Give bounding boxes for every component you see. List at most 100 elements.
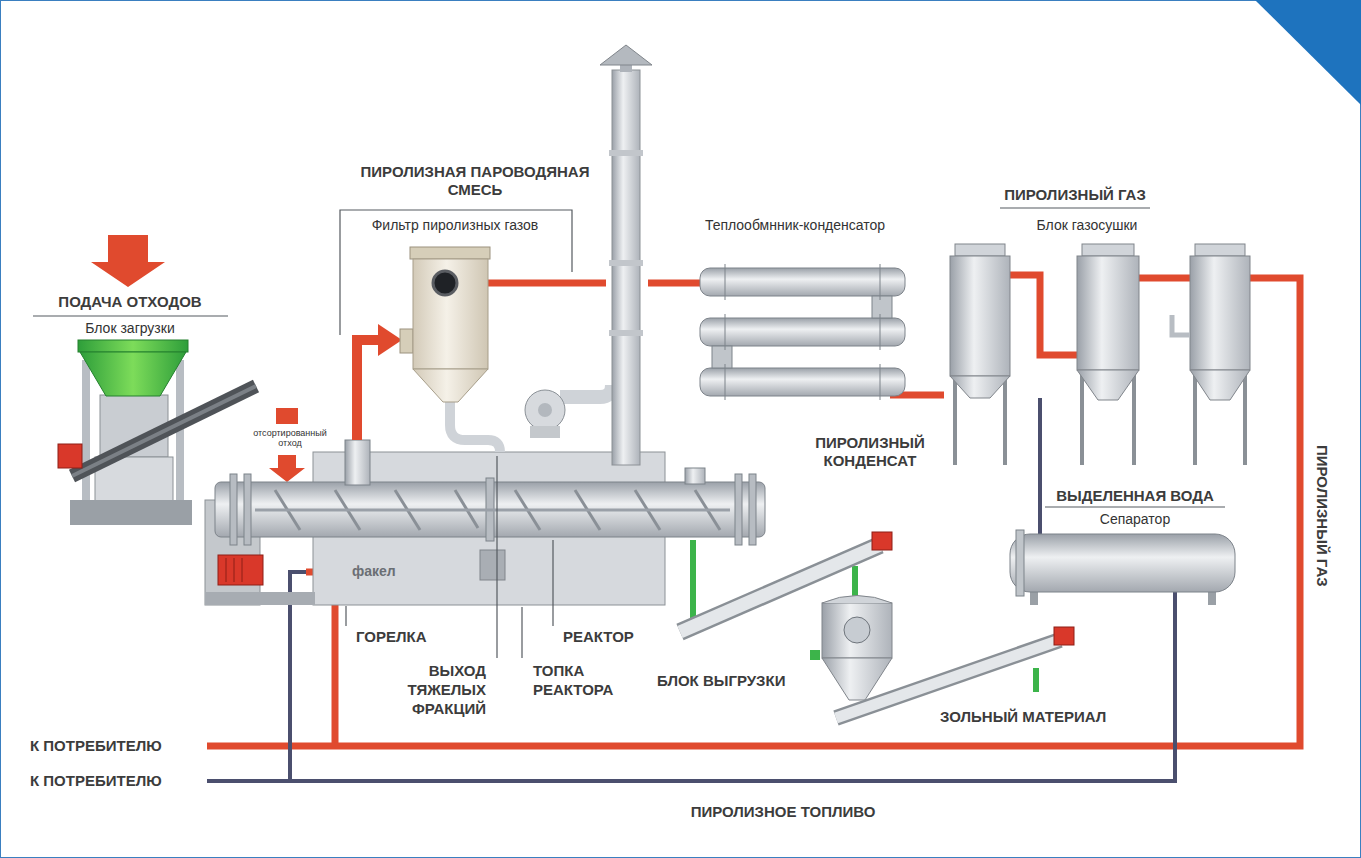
flow-note: отсортированный отход bbox=[245, 428, 335, 449]
loader-unit-part bbox=[58, 444, 82, 468]
loader-unit-part bbox=[82, 360, 90, 510]
reactor-unit-part bbox=[205, 592, 315, 605]
gas-dryer-part bbox=[950, 256, 1010, 376]
flow-label: ЗОЛЬНЫЙ МАТЕРИАЛ bbox=[940, 708, 1106, 726]
fuel-pipeline-part bbox=[1038, 398, 1042, 556]
gas-filter-part bbox=[433, 271, 457, 295]
heat-exchanger-part-part bbox=[725, 364, 726, 400]
unit-name: Фильтр пиролизных газов bbox=[372, 217, 539, 234]
flow-label: К ПОТРЕБИТЕЛЮ bbox=[30, 737, 162, 755]
reactor-unit-part bbox=[242, 558, 243, 582]
leader-line-part bbox=[340, 210, 572, 335]
gas-pipeline-part bbox=[1008, 275, 1080, 355]
separator-part bbox=[1010, 534, 1235, 592]
reactor-unit-part bbox=[357, 340, 380, 440]
section-heading: ПОДАЧА ОТХОДОВ bbox=[58, 293, 201, 311]
section-heading: ПИРОЛИЗНАЯ ПАРОВОДЯНАЯ СМЕСЬ bbox=[360, 163, 590, 199]
gas-filter bbox=[400, 247, 500, 452]
flow-label: ПИРОЛИЗНЫЙ ГАЗ bbox=[1313, 445, 1331, 587]
loader-unit-part bbox=[269, 455, 305, 482]
gas-filter-part bbox=[413, 259, 488, 369]
chimney-fan-part bbox=[612, 70, 640, 465]
leader-line-part bbox=[1045, 506, 1225, 507]
gas-pipeline-part bbox=[648, 280, 700, 287]
reactor-unit-part bbox=[218, 555, 263, 585]
part-label: РЕАКТОР bbox=[563, 628, 634, 646]
leader-line-part bbox=[1000, 207, 1150, 208]
ash-flow-part bbox=[852, 566, 858, 600]
chimney-fan-part bbox=[530, 426, 560, 438]
gas-dryer-part bbox=[1195, 244, 1245, 256]
separator-part bbox=[1016, 530, 1024, 596]
unloading-unit bbox=[680, 532, 1074, 718]
reactor-unit-part bbox=[226, 558, 227, 582]
gas-dryer-part bbox=[1190, 256, 1250, 370]
gas-filter-part bbox=[450, 402, 500, 452]
separator bbox=[1010, 530, 1235, 605]
gas-dryer-part-part bbox=[1243, 368, 1247, 465]
unloading-unit-part bbox=[1054, 627, 1074, 645]
reactor-unit-part bbox=[378, 324, 402, 356]
gas-dryer-part-part bbox=[1080, 368, 1084, 465]
flow-label: ПИРОЛИЗНОЕ ТОПЛИВО bbox=[691, 803, 876, 821]
unloading-unit-part bbox=[872, 532, 892, 550]
part-label: ТОПКА РЕАКТОРА bbox=[533, 662, 633, 700]
loader-unit-part bbox=[91, 235, 165, 287]
heat-exchanger-part-part bbox=[725, 314, 726, 350]
page-frame-part bbox=[1255, 0, 1361, 105]
unloading-unit-part bbox=[836, 640, 1060, 718]
heat-exchanger-part-part bbox=[880, 314, 881, 350]
flow-label: К ПОТРЕБИТЕЛЮ bbox=[30, 772, 162, 790]
gas-dryer-part-part bbox=[953, 375, 957, 465]
gas-dryer-part bbox=[1190, 370, 1250, 400]
gas-filter-part bbox=[410, 247, 490, 259]
part-label: ВЫХОД ТЯЖЕЛЫХ ФРАКЦИЙ bbox=[386, 662, 486, 718]
reactor-unit-part bbox=[480, 550, 505, 580]
loader-unit-part bbox=[176, 360, 184, 510]
ash-flow-part bbox=[1033, 668, 1039, 692]
unloading-unit-part bbox=[810, 650, 820, 660]
leader-line-part bbox=[496, 456, 497, 658]
heat-exchanger-part-part bbox=[880, 264, 881, 300]
chimney-fan-part bbox=[609, 330, 643, 336]
heat-exchanger-part bbox=[872, 296, 892, 318]
part-label: ГОРЕЛКА bbox=[356, 628, 427, 646]
gas-dryer-part-part bbox=[1003, 375, 1007, 465]
heat-exchanger-part bbox=[712, 346, 732, 368]
chimney-fan bbox=[525, 45, 652, 465]
leader-line bbox=[33, 208, 1225, 658]
unit-name: Блок газосушки bbox=[1037, 217, 1138, 234]
unit-name: Теплообмнник-конденсатор bbox=[705, 217, 885, 234]
gas-dryer bbox=[950, 244, 1250, 465]
chimney-fan-part bbox=[525, 390, 565, 430]
loader-unit-part bbox=[70, 500, 192, 525]
reactor-unit-part bbox=[735, 474, 742, 545]
heat-exchanger-part bbox=[725, 264, 880, 400]
part-label: БЛОК ВЫГРУЗКИ bbox=[657, 672, 785, 690]
leader-line-part bbox=[521, 607, 522, 658]
chimney-fan-part bbox=[609, 260, 643, 266]
gas-dryer-part-part bbox=[1132, 368, 1136, 465]
reactor-unit-part bbox=[230, 474, 237, 545]
reactor-unit-part bbox=[345, 440, 370, 485]
reactor-unit-part bbox=[234, 558, 235, 582]
heat-exchanger bbox=[700, 264, 905, 400]
reactor-unit-part bbox=[685, 468, 705, 484]
gas-dryer-part bbox=[1172, 315, 1190, 335]
gas-dryer-part bbox=[1077, 370, 1139, 400]
heat-exchanger-part-part bbox=[880, 364, 881, 400]
chimney-fan-part bbox=[560, 385, 612, 397]
heat-exchanger-part-part bbox=[725, 264, 726, 300]
ash-flow-part bbox=[690, 540, 696, 622]
gas-dryer-part bbox=[955, 244, 1005, 256]
unloading-unit-part bbox=[844, 617, 870, 643]
loader-unit-part bbox=[78, 340, 188, 352]
unloading-unit-part bbox=[822, 596, 892, 604]
loader-unit-part bbox=[276, 408, 298, 424]
unit-name: Блок загрузки bbox=[85, 320, 174, 337]
unit-name: Сепаратор bbox=[1100, 511, 1170, 528]
